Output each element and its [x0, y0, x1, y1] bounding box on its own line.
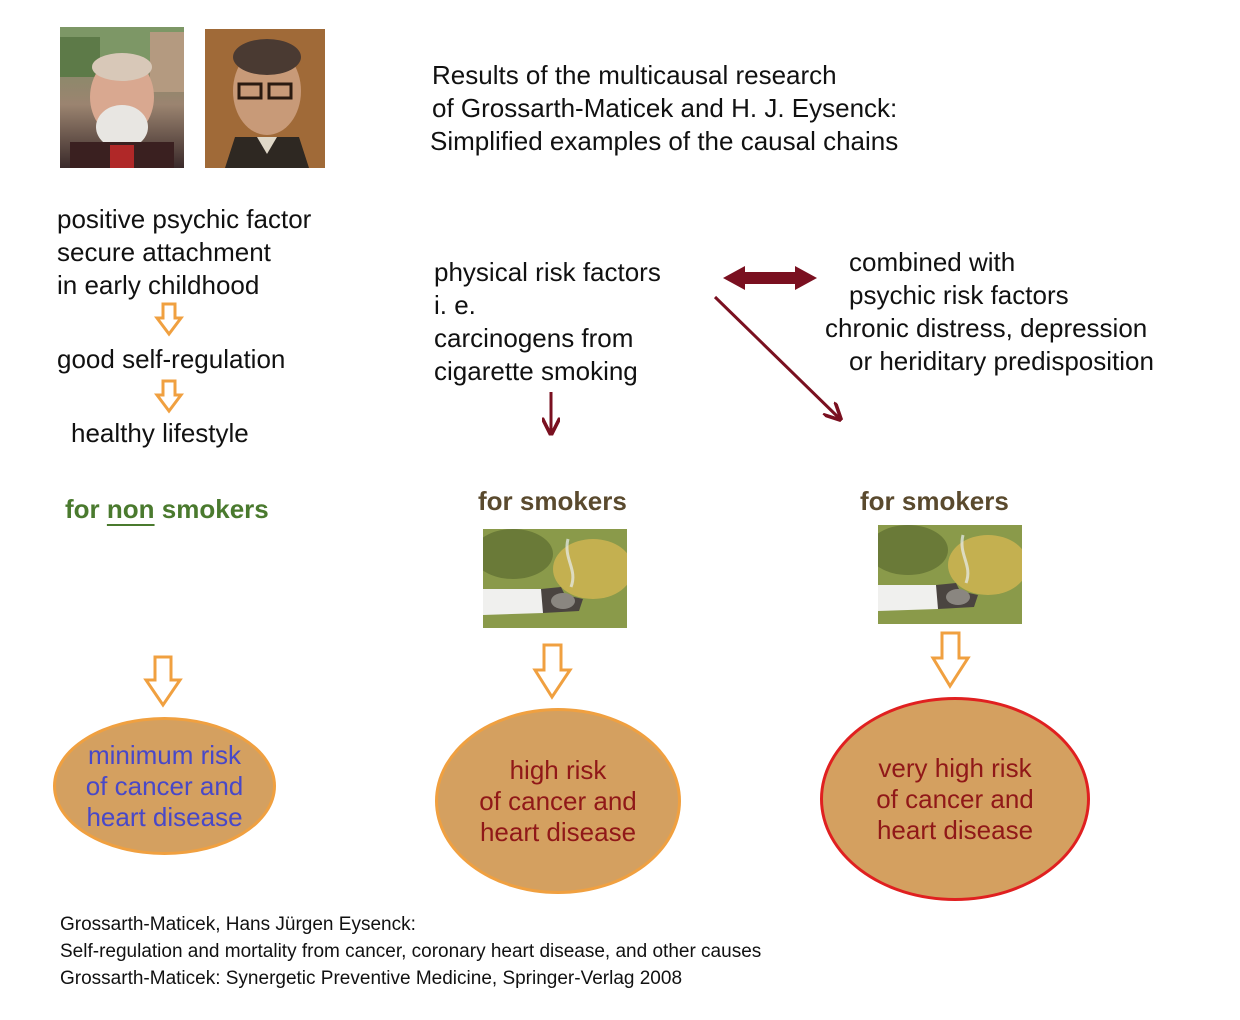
down-arrow-icon	[154, 302, 184, 337]
heading-underlined-word: non	[106, 494, 155, 524]
physical-risk-factors-text: physical risk factors i. e. carcinogens …	[434, 256, 661, 388]
title-line: Simplified examples of the causal chains	[430, 126, 899, 156]
outcome-line: of cancer and	[876, 783, 1034, 814]
factor-line: physical risk factors	[434, 257, 661, 287]
down-arrow-icon	[143, 655, 183, 708]
outcome-line: very high risk	[878, 752, 1032, 783]
page-title: Results of the multicausal research of G…	[430, 59, 899, 158]
portrait-grossarth-maticek	[60, 27, 184, 168]
factor-line: psychic risk factors	[849, 280, 1069, 310]
outcome-line: heart disease	[479, 816, 637, 847]
factor-line: secure attachment	[57, 237, 271, 267]
factor-line: i. e.	[434, 290, 476, 320]
combined-psychic-factors-text: combined with psychic risk factors chron…	[825, 246, 1154, 378]
references: Grossarth-Maticek, Hans Jürgen Eysenck: …	[60, 911, 761, 992]
healthy-lifestyle-text: healthy lifestyle	[71, 418, 249, 448]
reference-line: Self-regulation and mortality from cance…	[60, 941, 762, 962]
factor-line: combined with	[849, 247, 1016, 277]
outcome-line: high risk	[509, 754, 607, 785]
outcome-oval-high-risk: high risk of cancer and heart disease	[435, 708, 681, 894]
non-smokers-heading: for non smokers	[65, 494, 269, 525]
factor-line: positive psychic factor	[57, 204, 312, 234]
outcome-line: minimum risk	[87, 739, 242, 770]
reference-line: Grossarth-Maticek, Hans Jürgen Eysenck:	[60, 914, 416, 935]
outcome-line: of cancer and	[85, 770, 244, 801]
title-line: of Grossarth-Maticek and H. J. Eysenck:	[432, 93, 898, 123]
down-arrow-icon	[930, 631, 971, 689]
reference-line: Grossarth-Maticek: Synergetic Preventive…	[60, 968, 683, 989]
factor-line: in early childhood	[57, 270, 260, 300]
smokers-heading-middle: for smokers	[478, 486, 627, 516]
factor-line: cigarette smoking	[434, 356, 638, 386]
self-regulation-text: good self-regulation	[57, 344, 286, 374]
outcome-line: heart disease	[876, 814, 1034, 845]
heading-prefix: for	[65, 494, 107, 524]
factor-line: carcinogens from	[434, 323, 634, 353]
factor-line: chronic distress, depression	[825, 313, 1148, 343]
title-line: Results of the multicausal research	[432, 60, 837, 90]
outcome-line: of cancer and	[479, 785, 637, 816]
heading-suffix: smokers	[154, 494, 269, 524]
down-arrow-icon	[532, 643, 573, 700]
portrait-eysenck	[205, 29, 325, 168]
outcome-line: heart disease	[86, 801, 243, 832]
cigarette-image-middle	[483, 529, 627, 628]
outcome-oval-very-high-risk: very high risk of cancer and heart disea…	[820, 697, 1090, 901]
cigarette-image-right	[878, 525, 1022, 624]
outcome-oval-minimum-risk: minimum risk of cancer and heart disease	[53, 717, 276, 855]
down-arrow-icon	[154, 379, 184, 414]
smokers-heading-right: for smokers	[860, 486, 1009, 516]
factor-line: or heriditary predisposition	[849, 346, 1154, 376]
diagonal-arrow-icon	[713, 295, 839, 418]
double-arrow-icon	[723, 266, 817, 290]
positive-psychic-factor-text: positive psychic factor secure attachmen…	[57, 203, 311, 302]
